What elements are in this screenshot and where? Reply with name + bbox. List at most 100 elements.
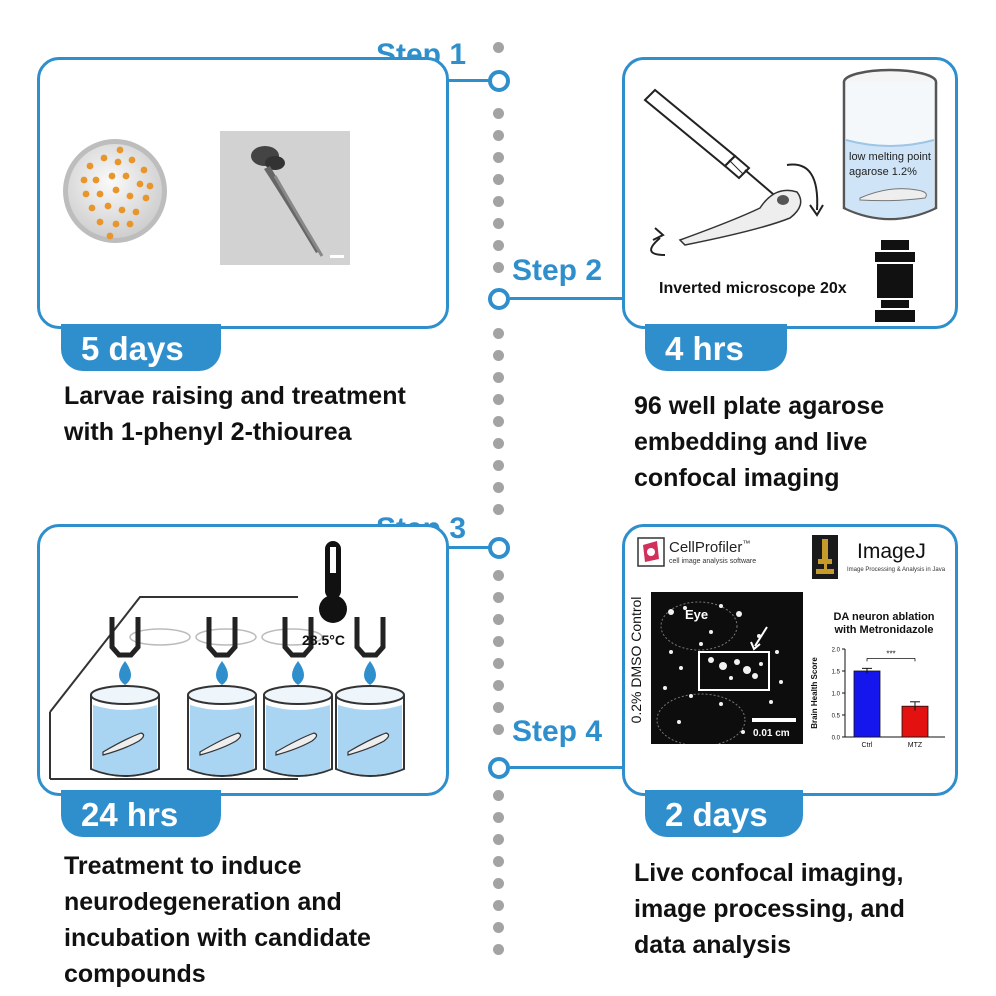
timeline-dot (493, 812, 504, 823)
imagej-name: ImageJ (857, 540, 926, 563)
temperature-label: 28.5°C (302, 632, 345, 648)
fluorescent-spot (699, 642, 703, 646)
thermometer-icon (319, 541, 347, 623)
fluorescent-spot (668, 609, 674, 615)
y-axis-label: Brain Health Score (810, 657, 819, 729)
step-2-description: 96 well plate agarose embedding and live… (634, 392, 885, 492)
timeline-dot (493, 108, 504, 119)
timeline-dot (493, 504, 504, 515)
timeline-dot (493, 218, 504, 229)
egg-dot (112, 186, 120, 194)
timeline-dot (493, 702, 504, 713)
timeline-dot (493, 592, 504, 603)
y-tick-label: 0.5 (832, 714, 841, 720)
fluorescent-spot (663, 686, 667, 690)
timeline-dot (493, 196, 504, 207)
step-2-node (488, 288, 510, 310)
y-tick-label: 2.0 (832, 648, 841, 654)
step-4-node (488, 757, 510, 779)
timeline-dot (493, 372, 504, 383)
egg-dot (142, 194, 150, 202)
fluorescent-spot (719, 662, 727, 670)
category-label: MTZ (908, 742, 923, 749)
well-icon (90, 617, 160, 777)
timeline-dot (493, 174, 504, 185)
imagej-subtitle: Image Processing & Analysis in Java (847, 567, 946, 573)
timeline-dot (493, 922, 504, 933)
egg-dot (112, 220, 120, 228)
timeline-dot (493, 614, 504, 625)
step-3-panel: 28.5°C (37, 524, 449, 796)
timeline-dot (493, 240, 504, 251)
step-3-node (488, 537, 510, 559)
egg-dot (146, 182, 154, 190)
fluorescent-spot (719, 604, 723, 608)
timeline-dot (493, 900, 504, 911)
timeline-dot (493, 262, 504, 273)
step-4-label: Step 4 (512, 715, 603, 748)
timeline-dot (493, 834, 504, 845)
step-4-description: Live confocal imaging, image processing,… (634, 859, 905, 959)
timeline-dot (493, 416, 504, 427)
egg-dot (114, 158, 122, 166)
y-tick-label: 1.5 (832, 670, 841, 676)
step-1-panel (37, 57, 449, 329)
step-1-node (488, 70, 510, 92)
timeline-dot (493, 944, 504, 955)
microscope-icon (875, 240, 915, 322)
egg-dot (104, 202, 112, 210)
step-3-duration-tab: 24 hrs (61, 790, 221, 837)
imagej-microscope-logo-icon (812, 535, 838, 579)
timeline-dot (493, 42, 504, 53)
step-2-connector (510, 297, 622, 300)
fluorescent-spot (752, 673, 758, 679)
timeline-dot (493, 636, 504, 647)
egg-dot (86, 162, 94, 170)
egg-dot (80, 176, 88, 184)
fluorescent-spot (741, 730, 745, 734)
fluorescent-spot (683, 606, 687, 610)
timeline-dot (493, 460, 504, 471)
microscope-label: Inverted microscope 20x (659, 280, 847, 297)
step-4-panel: CellProfiler™ cell image analysis softwa… (622, 524, 958, 796)
timeline-dot (493, 328, 504, 339)
cellprofiler-name: CellProfiler™ (669, 539, 751, 556)
y-tick-label: 0.0 (832, 736, 841, 742)
y-tick-label: 1.0 (832, 692, 841, 698)
timeline-dot (493, 350, 504, 361)
fluorescent-spot (679, 666, 683, 670)
step-3-connector (448, 546, 490, 549)
well-icon (187, 617, 257, 777)
timeline-dot (493, 680, 504, 691)
fluorescent-spot (677, 720, 681, 724)
egg-dot (116, 146, 124, 154)
larva-micrograph-image (220, 131, 350, 265)
scale-bar-label: 0.01 cm (753, 728, 790, 739)
agarose-tube-icon (842, 68, 938, 221)
timeline-dot (493, 878, 504, 889)
step-2-panel: low melting point agarose 1.2% Inverted … (622, 57, 958, 329)
fluorescent-spot (734, 659, 740, 665)
step-1-description: Larvae raising and treatment with 1-phen… (64, 382, 406, 446)
egg-dot (92, 176, 100, 184)
timeline-dot (493, 394, 504, 405)
fluorescent-spot (743, 666, 751, 674)
category-label: Ctrl (862, 742, 873, 749)
well-plate-illustration (49, 596, 405, 780)
egg-dot (82, 190, 90, 198)
fluorescent-spot (689, 694, 693, 698)
timeline-dot (493, 790, 504, 801)
fluorescent-spot (779, 680, 783, 684)
timeline-dot (493, 856, 504, 867)
fluorescent-spot (759, 662, 763, 666)
egg-dot (128, 156, 136, 164)
timeline-dot (493, 482, 504, 493)
timeline-dot (493, 152, 504, 163)
cellprofiler-logo-icon (637, 537, 665, 567)
egg-dot (96, 190, 104, 198)
egg-dot (132, 208, 140, 216)
step-2-duration-tab: 4 hrs (645, 324, 787, 371)
confocal-image (651, 592, 803, 744)
larva-icon (678, 189, 802, 246)
